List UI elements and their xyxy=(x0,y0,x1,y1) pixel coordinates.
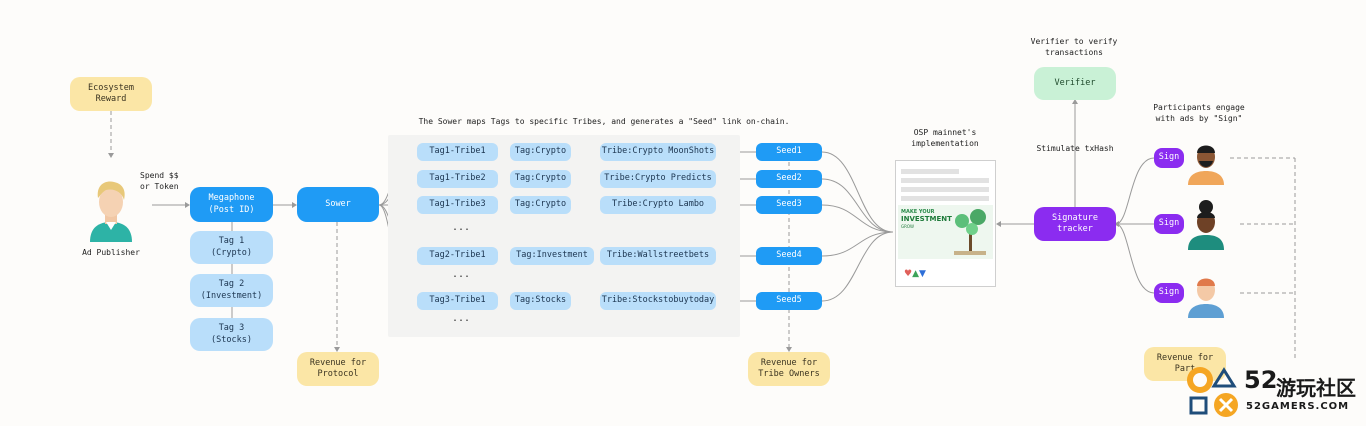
post-line xyxy=(901,178,989,183)
tribe-tag-2: Tag1-Tribe2 xyxy=(417,170,498,188)
tag-1: Tag:Crypto xyxy=(510,143,571,161)
tag-3: Tag:Crypto xyxy=(510,196,571,214)
ad-publisher-avatar xyxy=(90,181,132,242)
post-line xyxy=(901,196,989,201)
seed-2: Seed2 xyxy=(756,170,822,188)
seed-1: Seed1 xyxy=(756,143,822,161)
sign-button-1[interactable]: Sign xyxy=(1154,148,1184,168)
tribe-tag-1: Tag1-Tribe1 xyxy=(417,143,498,161)
tag-2: Tag:Crypto xyxy=(510,170,571,188)
tag1-node: Tag 1 (Crypto) xyxy=(190,231,273,264)
tag-4: Tag:Investment xyxy=(510,247,594,265)
osp-caption: OSP mainnet's implementation xyxy=(911,128,979,149)
tribe-5: Tribe:Stockstobuytoday xyxy=(600,292,716,310)
tribe-4: Tribe:Wallstreetbets xyxy=(600,247,716,265)
reaction-icons: ♥▲▼ xyxy=(904,269,926,279)
ad-publisher-label: Ad Publisher xyxy=(82,248,140,257)
tribe-2: Tribe:Crypto Predicts xyxy=(600,170,716,188)
site-watermark: 52 游玩社区 52GAMERS.COM xyxy=(1186,366,1358,418)
spend-label: Spend $$ or Token xyxy=(140,171,179,192)
sign-button-3[interactable]: Sign xyxy=(1154,283,1184,303)
verifier-node: Verifier xyxy=(1034,67,1116,100)
tribe-1: Tribe:Crypto MoonShots xyxy=(600,143,716,161)
participant-avatar-1 xyxy=(1188,145,1224,185)
stimulate-label: Stimulate txHash xyxy=(1036,144,1114,153)
tag-5: Tag:Stocks xyxy=(510,292,571,310)
post-line xyxy=(901,169,959,174)
verifier-caption: Verifier to verify transactions xyxy=(1030,37,1118,58)
tag3-node: Tag 3 (Stocks) xyxy=(190,318,273,351)
tag2-node: Tag 2 (Investment) xyxy=(190,274,273,307)
tribe-3: Tribe:Crypto Lambo xyxy=(600,196,716,214)
ellipsis-2: ... xyxy=(452,269,471,280)
participant-avatar-3 xyxy=(1188,278,1224,318)
ad-headline-2: INVESTMENT xyxy=(901,215,952,223)
seed-3: Seed3 xyxy=(756,196,822,214)
sower-node: Sower xyxy=(297,187,379,222)
tree-illustration xyxy=(954,209,986,255)
watermark-symbol-icon xyxy=(1187,367,1238,417)
seed-5: Seed5 xyxy=(756,292,822,310)
watermark-site: 52GAMERS.COM xyxy=(1246,401,1350,412)
post-ad-image: MAKE YOUR INVESTMENT GROW xyxy=(898,205,993,259)
watermark-name: 游玩社区 xyxy=(1276,376,1356,400)
ad-headline-1: MAKE YOUR xyxy=(901,209,935,215)
sower-caption: The Sower maps Tags to specific Tribes, … xyxy=(418,117,790,126)
revenue-tribe-node: Revenue for Tribe Owners xyxy=(748,352,830,386)
participant-avatar-2 xyxy=(1188,200,1224,250)
tribe-tag-5: Tag3-Tribe1 xyxy=(417,292,498,310)
watermark-number: 52 xyxy=(1244,366,1278,394)
participants-caption: Participants engage with ads by "Sign" xyxy=(1153,103,1245,124)
megaphone-node: Megaphone (Post ID) xyxy=(190,187,273,222)
revenue-participants-node: Revenue for Part xyxy=(1144,347,1226,381)
ad-headline-3: GROW xyxy=(901,224,914,229)
ellipsis-3: ... xyxy=(452,313,471,324)
post-line xyxy=(901,187,989,192)
seed-4: Seed4 xyxy=(756,247,822,265)
sign-button-2[interactable]: Sign xyxy=(1154,214,1184,234)
ecosystem-reward-node: Ecosystem Reward xyxy=(70,77,152,111)
tribe-tag-4: Tag2-Tribe1 xyxy=(417,247,498,265)
ellipsis-1: ... xyxy=(452,222,471,233)
revenue-protocol-node: Revenue for Protocol xyxy=(297,352,379,386)
signature-tracker-node: Signature tracker xyxy=(1034,207,1116,241)
osp-post-card: MAKE YOUR INVESTMENT GROW ♥▲▼ xyxy=(895,160,996,287)
tribe-tag-3: Tag1-Tribe3 xyxy=(417,196,498,214)
